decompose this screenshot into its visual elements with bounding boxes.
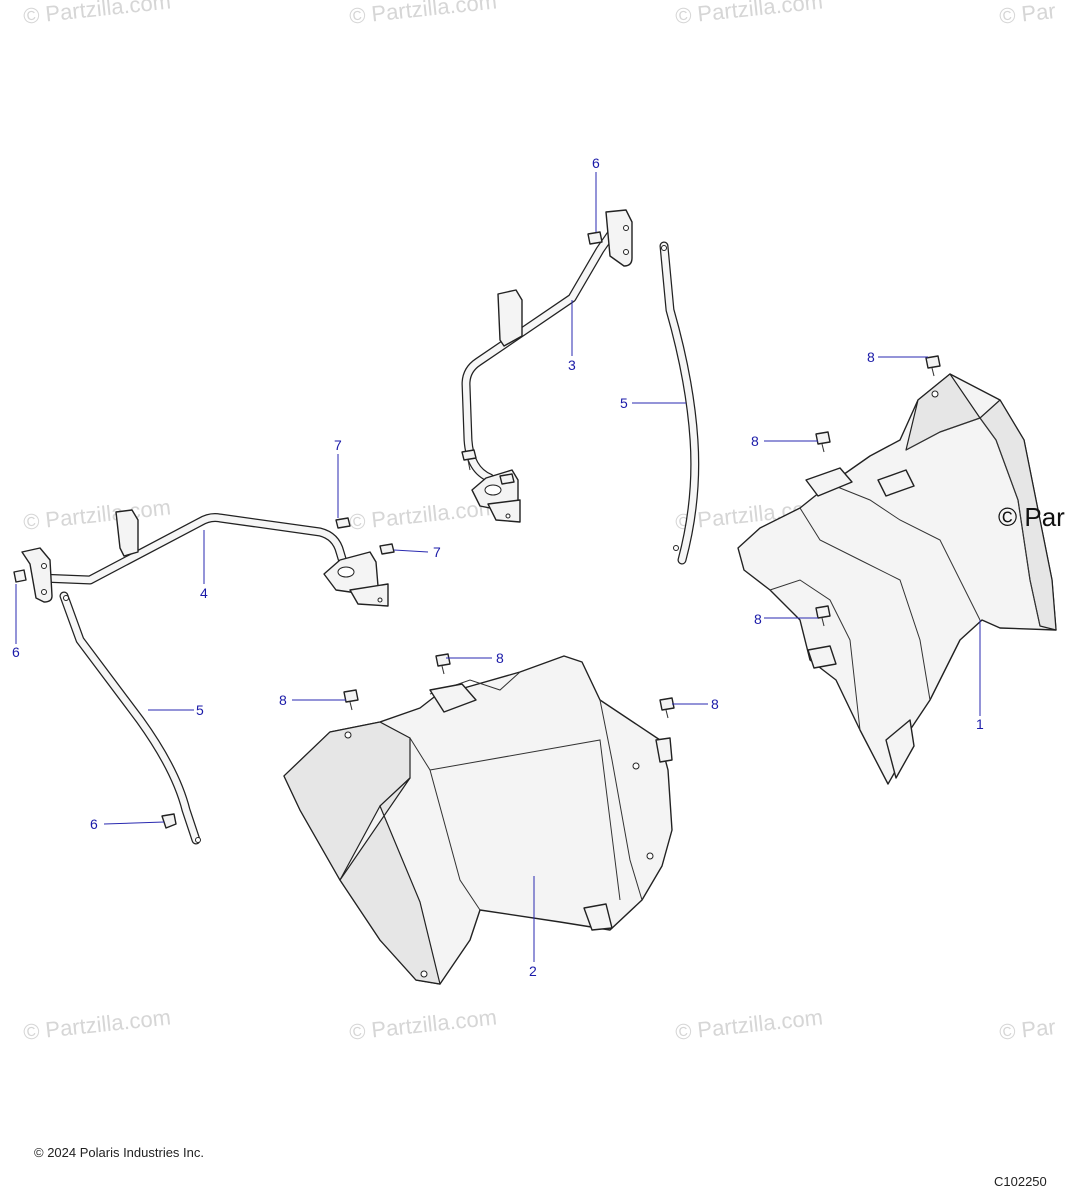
callout-8: 8 — [711, 696, 719, 712]
part-5-strut-upper — [659, 241, 700, 565]
callout-8: 8 — [279, 692, 287, 708]
leader-lines — [15, 172, 981, 962]
callout-6: 6 — [90, 816, 98, 832]
callout-numbers: 6 3 5 8 8 1 8 7 7 4 6 5 6 8 8 8 2 — [12, 155, 984, 979]
copyright-notice: © 2024 Polaris Industries Inc. — [34, 1145, 204, 1160]
callout-8: 8 — [496, 650, 504, 666]
callout-8: 8 — [867, 349, 875, 365]
callout-5: 5 — [620, 395, 628, 411]
callout-4: 4 — [200, 585, 208, 601]
part-3-bracket — [461, 209, 633, 523]
callout-3: 3 — [568, 357, 576, 373]
callout-6: 6 — [12, 644, 20, 660]
part-4-bracket — [21, 509, 395, 607]
callout-1: 1 — [976, 716, 984, 732]
part-2-panel — [283, 653, 675, 985]
callout-7: 7 — [433, 544, 441, 560]
part-1-panel — [737, 355, 1057, 785]
part-5-strut-lower — [59, 591, 201, 845]
drawing-code: C102250 — [994, 1174, 1047, 1189]
callout-2: 2 — [529, 963, 537, 979]
fastener-6-icon — [13, 231, 603, 829]
callout-8: 8 — [751, 433, 759, 449]
callout-8: 8 — [754, 611, 762, 627]
callout-5: 5 — [196, 702, 204, 718]
callout-6: 6 — [592, 155, 600, 171]
callout-7: 7 — [334, 437, 342, 453]
watermark-overlay: © Par — [998, 502, 1065, 532]
